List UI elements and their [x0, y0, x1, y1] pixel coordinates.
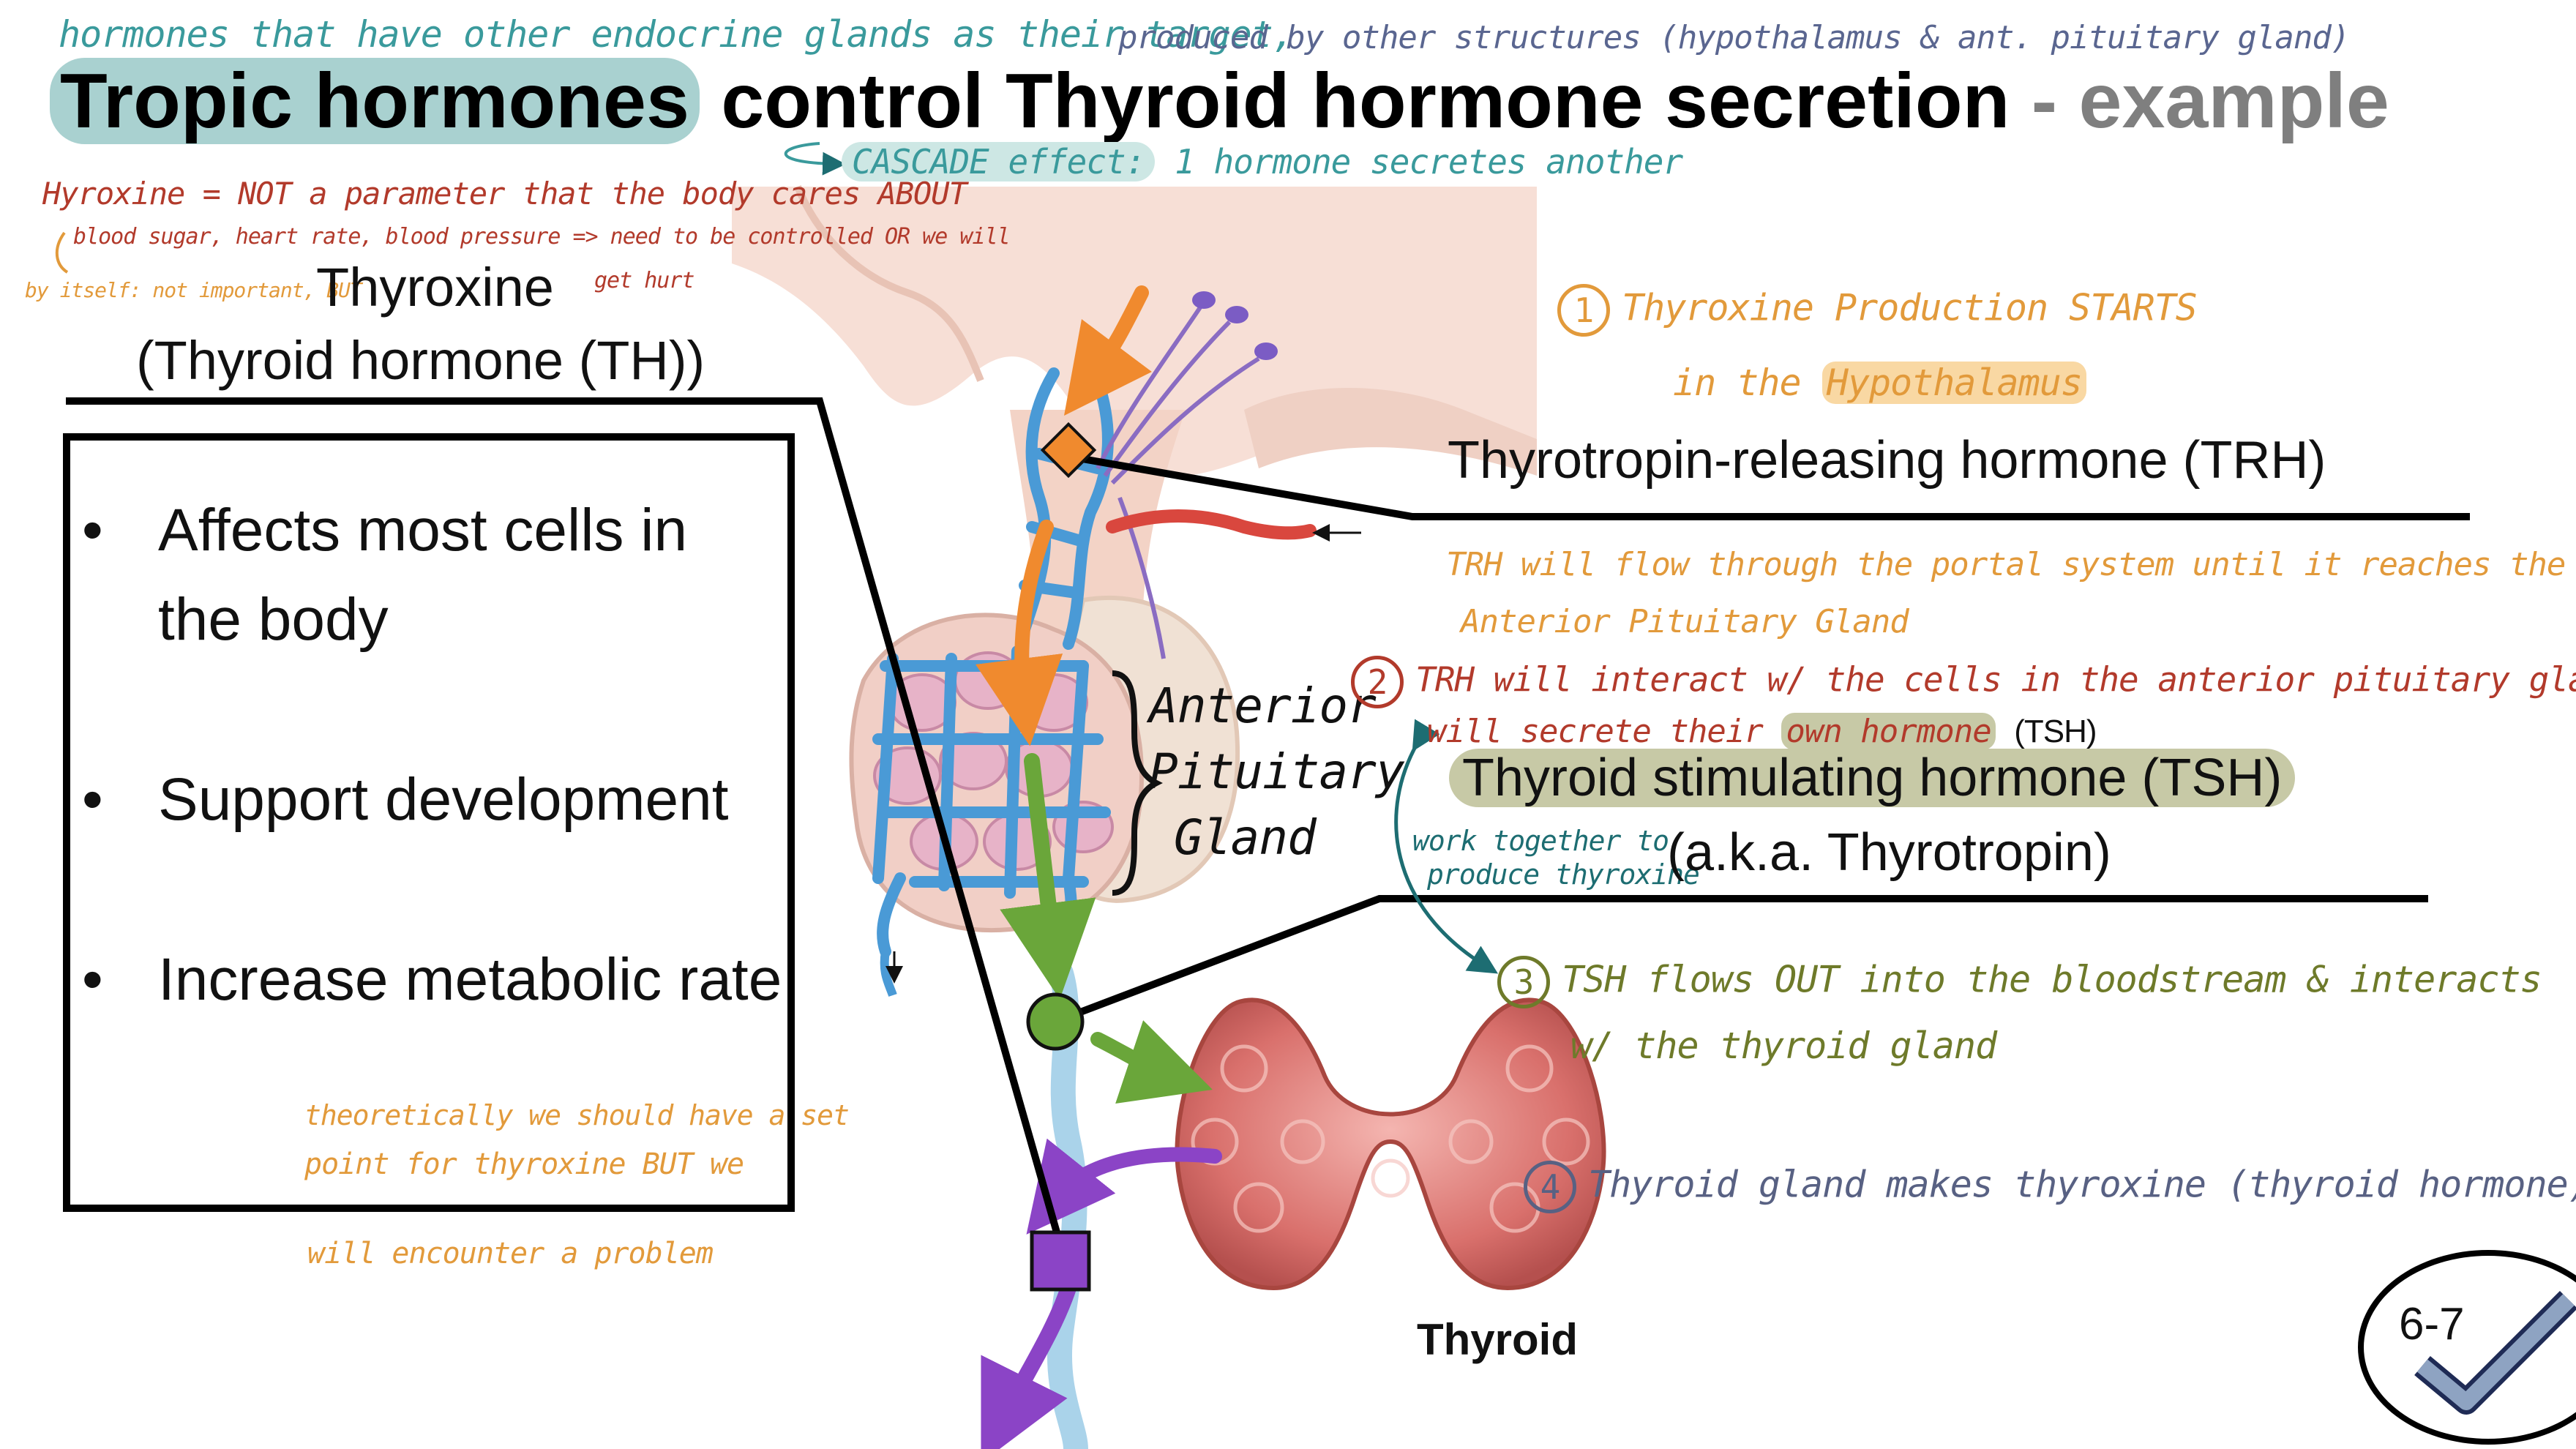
tsh-highlight: Thyroid stimulating hormone (TSH) — [1449, 749, 2296, 807]
setpoint-note-2: point for thyroxine BUT we — [304, 1147, 744, 1181]
step-2-line-1: 2 TRH will interact w/ the cells in the a… — [1351, 656, 2576, 708]
step-2-tsh-abbrev: (TSH) — [2014, 714, 2097, 749]
own-hormone-highlight: own hormone — [1781, 713, 1996, 750]
step-4-number: 4 — [1524, 1161, 1576, 1213]
cascade-note: CASCADE effect: 1 hormone secretes anoth… — [842, 142, 1683, 181]
thyroid-gland — [1175, 997, 1606, 1291]
thyroid-label: Thyroid — [1417, 1315, 1578, 1364]
neuron-bodies — [1192, 291, 1278, 360]
th-down-arrow — [981, 1280, 1077, 1449]
anterior-brace — [1112, 670, 1163, 896]
cascade-label: CASCADE effect: — [842, 142, 1156, 181]
step-3-number: 3 — [1497, 956, 1550, 1008]
title-main: control Thyroid hormone secretion — [699, 58, 2032, 144]
trh-label: Thyrotropin-releasing hormone (TRH) — [1448, 431, 2326, 490]
work-together-note: work together to produce thyroxine — [1412, 824, 1700, 891]
leader-lines — [66, 397, 2470, 1249]
work-together-curve — [1394, 719, 1499, 974]
th-marker — [1030, 1230, 1091, 1292]
anterior-pituitary-label: Anterior Pituitary Gland — [1149, 673, 1405, 871]
thyroxine-note-1: Hyroxine = NOT a parameter that the body… — [42, 176, 967, 211]
title-highlight: Tropic hormones — [50, 58, 700, 144]
aka-thyrotropin-label: (a.k.a. Thyrotropin) — [1667, 823, 2111, 882]
trh-note-2: Anterior Pituitary Gland — [1461, 603, 1909, 640]
artery — [1106, 509, 1317, 540]
thyroxine-note-3a: by itself: not important, BUT — [25, 278, 362, 302]
effect-bullet-3: Increase metabolic rate — [70, 935, 787, 1025]
trh-marker — [1040, 422, 1097, 479]
tsh-to-thyroid-arrow — [1090, 1020, 1213, 1104]
cascade-text: 1 hormone secretes another — [1175, 142, 1683, 181]
slide-number-badge: 6-7 — [2358, 1250, 2576, 1445]
step-1-line-1: 1 Thyroxine Production STARTS — [1557, 284, 2198, 337]
work-together-line-2: produce thyroxine — [1427, 858, 1700, 891]
thyroid-hormone-label: (Thyroid hormone (TH)) — [136, 330, 705, 391]
step-3-line-1: 3 TSH flows OUT into the bloodstream & in… — [1497, 956, 2542, 1008]
step-2-secrete: will secrete their — [1427, 713, 1764, 750]
trh-flow-arrow — [1064, 285, 1152, 416]
step-4-text: Thyroid gland makes thyroxine (thyroid h… — [1588, 1163, 2576, 1206]
step-4-line-1: 4 Thyroid gland makes thyroxine (thyroid … — [1524, 1161, 2576, 1213]
anterior-label-line-1: Anterior — [1149, 678, 1377, 734]
step-1-text: Thyroxine Production STARTS — [1622, 286, 2198, 329]
work-together-line-1: work together to — [1412, 825, 1669, 857]
step-1-number: 1 — [1557, 284, 1610, 337]
checkmark-icon — [2414, 1290, 2576, 1415]
step-3-text: TSH flows OUT into the bloodstream & int… — [1562, 958, 2542, 1001]
tropic-definition-note: hormones that have other endocrine gland… — [59, 13, 1295, 56]
step-1-in-the: in the — [1673, 362, 1802, 404]
step-2-number: 2 — [1351, 656, 1404, 708]
setpoint-note-3: will encounter a problem — [307, 1237, 714, 1270]
effect-bullet-1: Affects most cells in the body — [70, 486, 787, 664]
title-suffix: - example — [2031, 58, 2389, 144]
slide-number: 6-7 — [2399, 1299, 2465, 1349]
trh-note-1: TRH will flow through the portal system … — [1446, 546, 2566, 583]
step-2-line-2: will secrete their own hormone (TSH) — [1427, 713, 2097, 750]
cascade-arrow — [784, 142, 846, 176]
thyroxine-note-2: blood sugar, heart rate, blood pressure … — [73, 224, 1011, 250]
setpoint-note-1: theoretically we should have a set — [304, 1099, 850, 1131]
page-title: Tropic hormones control Thyroid hormone … — [50, 57, 2389, 146]
brain-tissue-fold — [794, 185, 984, 382]
effect-bullet-2: Support development — [70, 755, 787, 845]
thyroxine-note-3b: get hurt — [594, 268, 694, 293]
tsh-marker — [1026, 992, 1085, 1051]
tsh-label: Thyroid stimulating hormone (TSH) — [1449, 748, 2296, 808]
step-1-line-2: in the Hypothalamus — [1673, 362, 2086, 404]
tropic-produced-note: produced by other structures (hypothalam… — [1118, 19, 2350, 56]
effects-list: Affects most cells in the body Support d… — [70, 486, 787, 1025]
tsh-down-arrow — [1000, 753, 1096, 1000]
trh-down-arrow — [976, 520, 1063, 746]
hypothalamus-highlight: Hypothalamus — [1821, 362, 2086, 404]
thyroxine-label: Thyroxine — [316, 257, 554, 318]
step-2-text: TRH will interact w/ the cells in the an… — [1415, 659, 2576, 700]
anterior-label-line-2: Pituitary — [1149, 744, 1405, 800]
optic-shadow — [1244, 388, 1537, 476]
step-3-line-2: w/ the thyroid gland — [1570, 1025, 1997, 1067]
th-out-arrow — [1026, 1138, 1222, 1235]
drain-vessel — [880, 951, 897, 997]
note-arrow — [55, 231, 69, 274]
anterior-label-line-3: Gland — [1174, 809, 1317, 866]
effects-box: Affects most cells in the body Support d… — [63, 433, 850, 1212]
